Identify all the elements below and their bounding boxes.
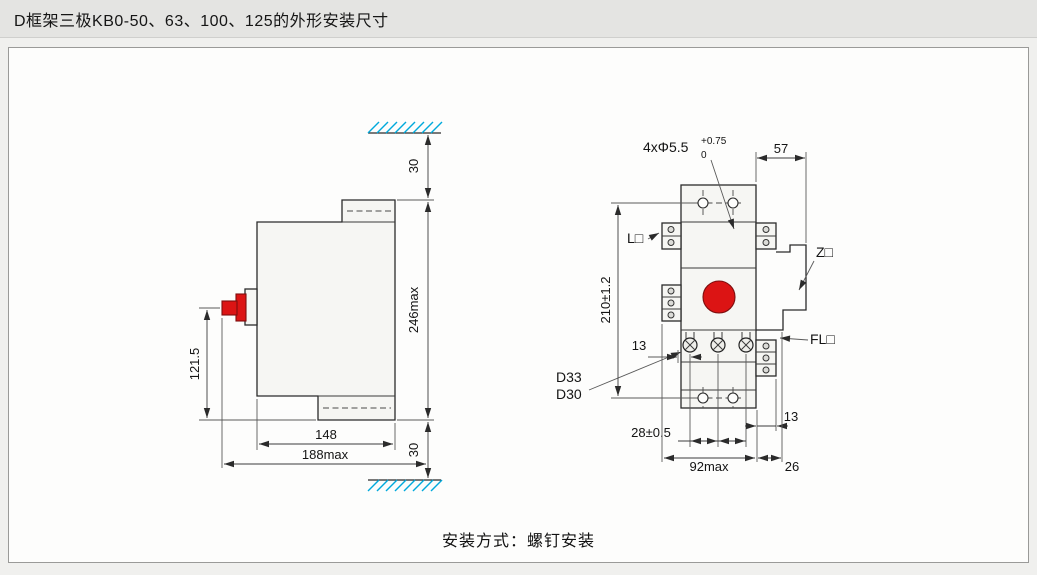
dim-side-width-label: 57 <box>774 141 788 156</box>
accessory-z-label: Z□ <box>816 244 834 260</box>
dim-depth-max-label: 188max <box>302 447 349 462</box>
terminal-tab-left-upper <box>661 222 682 250</box>
model-d33-label: D33 <box>556 369 582 385</box>
hole-callout-label: 4xΦ5.5 <box>643 139 689 155</box>
hatch-bottom <box>367 479 443 492</box>
installation-method-note: 安装方式：螺钉安装 <box>441 533 595 550</box>
dim-bottom-clearance-label: 30 <box>406 443 421 457</box>
mounting-holes <box>697 190 742 408</box>
dim-depth-label: 148 <box>315 427 337 442</box>
front-view-labels: 4xΦ5.5 +0.75 0 L□ Z□ FL□ D33 D30 <box>556 136 835 402</box>
side-view-dimensions: 30 246max 30 121.5 148 188max <box>187 135 434 478</box>
terminal-tab-right-lower <box>755 339 777 377</box>
dim-width-max-label: 92max <box>689 459 729 474</box>
dim-right-extension-label: 26 <box>785 459 799 474</box>
mounting-surface-bottom <box>367 479 443 492</box>
push-button <box>702 280 736 314</box>
mounting-surface-top <box>367 121 443 134</box>
dim-pole-pitch-label: 28±0.5 <box>631 425 671 440</box>
hatch-top <box>367 121 443 134</box>
dim-tab-width-label: 13 <box>784 409 798 424</box>
front-view: 4xΦ5.5 +0.75 0 L□ Z□ FL□ D33 D30 57 <box>556 136 835 474</box>
dim-mount-hole-pitch-label: 210±1.2 <box>598 277 613 324</box>
dim-height-max-label: 246max <box>406 286 421 333</box>
terminal-tab-left-lower <box>661 284 682 322</box>
pole-terminals <box>682 332 754 353</box>
hole-callout-tolerance-lower: 0 <box>701 150 707 161</box>
accessory-l-label: L□ <box>627 230 644 246</box>
title-bar: D框架三极KB0-50、63、100、125的外形安装尺寸 <box>0 0 1037 38</box>
drawing-panel <box>8 47 1029 563</box>
model-d30-label: D30 <box>556 386 582 402</box>
handle-base <box>244 288 258 326</box>
front-view-dimensions: 57 210±1.2 13 28±0.5 <box>598 141 807 474</box>
terminal-tab-right-upper <box>755 222 777 250</box>
dim-handle-height-label: 121.5 <box>187 348 202 381</box>
dim-pole-offset-label: 13 <box>632 338 646 353</box>
side-accessory-outline <box>756 244 807 331</box>
breaker-side-outline <box>256 199 396 421</box>
accessory-fl-label: FL□ <box>810 331 835 347</box>
dim-top-clearance-label: 30 <box>406 159 421 173</box>
page-title: D框架三极KB0-50、63、100、125的外形安装尺寸 <box>14 12 389 30</box>
side-view: 30 246max 30 121.5 148 188max <box>187 121 443 492</box>
hole-callout-tolerance-upper: +0.75 <box>701 136 727 147</box>
operating-handle <box>221 300 238 316</box>
